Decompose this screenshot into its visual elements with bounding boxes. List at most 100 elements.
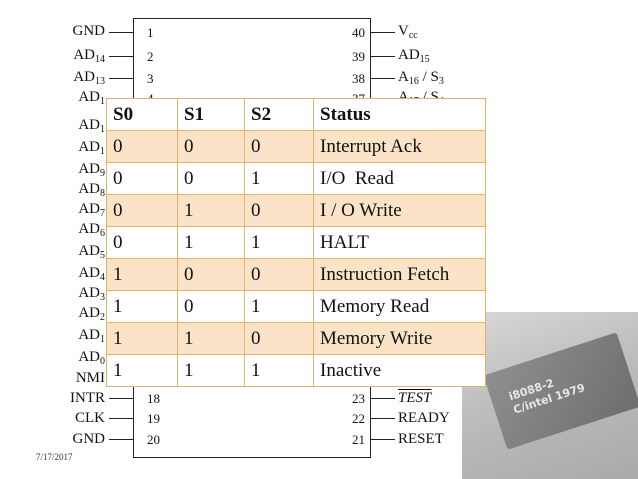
pin-label: Vcc: [398, 22, 418, 41]
pin-row: 39 AD15: [352, 46, 491, 66]
pin-label: NMI: [75, 369, 105, 386]
column-header: S2: [244, 98, 314, 131]
table-cell: 0: [177, 258, 245, 291]
status-table: S0 S1 S2 Status 0 0 0 Interrupt Ack 0 0 …: [106, 98, 486, 387]
pin-label: GND: [72, 430, 106, 447]
table-cell: 1: [244, 226, 314, 259]
pin-number: 3: [147, 70, 154, 86]
table-cell: Memory Read: [313, 290, 486, 323]
pin-label: AD8: [78, 180, 105, 199]
pin-label: CLK: [75, 409, 105, 426]
pin-label: A16 / S3: [398, 68, 444, 87]
table-cell: I/O Read: [313, 162, 486, 195]
pin-row: 21 RESET: [352, 429, 491, 449]
pin-label: AD1: [78, 326, 105, 345]
table-row: 1 0 1 Memory Read: [106, 290, 486, 323]
pin-number: 18: [147, 390, 160, 406]
pin-label: INTR: [70, 389, 105, 406]
table-cell: HALT: [313, 226, 486, 259]
chip-package: i8088-2 C/intel 1979: [483, 332, 638, 450]
column-header: S1: [177, 98, 245, 131]
pin-row: AD13 3: [0, 68, 153, 88]
pin-number: 38: [352, 70, 365, 86]
table-cell: 0: [177, 162, 245, 195]
table-cell: 0: [106, 162, 178, 195]
table-cell: 1: [177, 322, 245, 355]
pin-number: 40: [352, 24, 365, 40]
table-cell: 0: [106, 194, 178, 227]
table-cell: 1: [244, 290, 314, 323]
pin-row: 22 READY: [352, 408, 491, 428]
pin-number: 19: [147, 410, 160, 426]
table-row: 1 0 0 Instruction Fetch: [106, 258, 486, 291]
pin-number: 20: [147, 431, 160, 447]
pin-row: INTR 18: [0, 388, 160, 408]
pin-label: READY: [398, 409, 450, 426]
table-cell: 1: [177, 226, 245, 259]
pin-label: AD6: [78, 220, 105, 239]
pin-label: AD1: [78, 138, 105, 157]
table-cell: 0: [244, 322, 314, 355]
column-header: S0: [106, 98, 178, 131]
pin-number: 23: [352, 390, 365, 406]
pin-row: 38 A16 / S3: [352, 68, 491, 88]
table-cell: 0: [244, 194, 314, 227]
table-row: 0 1 1 HALT: [106, 226, 486, 259]
table-cell: 1: [106, 322, 178, 355]
table-cell: 0: [177, 290, 245, 323]
pin-row: 40 Vcc: [352, 22, 491, 42]
pin-label: AD15: [398, 46, 430, 65]
pin-label: AD4: [78, 264, 105, 283]
pin-label: GND: [72, 22, 106, 39]
chip-marking: i8088-2 C/intel 1979: [507, 376, 587, 417]
pin-row: 23 TEST: [352, 388, 491, 408]
table-row: 0 0 0 Interrupt Ack: [106, 130, 486, 163]
pin-label: AD5: [78, 242, 105, 261]
table-cell: 0: [177, 130, 245, 163]
pin-number: 21: [352, 431, 365, 447]
pin-number: 39: [352, 48, 365, 64]
table-row: 0 0 1 I/O Read: [106, 162, 486, 195]
pin-label: AD9: [78, 160, 105, 179]
table-header-row: S0 S1 S2 Status: [106, 98, 486, 131]
table-cell: 1: [177, 194, 245, 227]
pin-label: RESET: [398, 430, 444, 447]
pin-label: AD2: [78, 304, 105, 323]
table-cell: Inactive: [313, 354, 486, 387]
pin-label: AD1: [78, 88, 105, 107]
table-cell: Memory Write: [313, 322, 486, 355]
table-cell: 1: [177, 354, 245, 387]
table-cell: 1: [106, 354, 178, 387]
slide-date: 7/17/2017: [36, 452, 73, 462]
table-cell: Interrupt Ack: [313, 130, 486, 163]
table-cell: 1: [244, 162, 314, 195]
table-cell: 0: [244, 130, 314, 163]
pin-number: 22: [352, 410, 365, 426]
pin-row: CLK 19: [0, 408, 160, 428]
table-cell: 0: [244, 258, 314, 291]
pin-label: AD3: [78, 284, 105, 303]
pin-row: GND 1: [0, 22, 154, 42]
pin-label: AD1: [78, 116, 105, 135]
table-cell: 1: [244, 354, 314, 387]
pin-label: AD7: [78, 200, 105, 219]
pin-label: AD13: [73, 68, 105, 87]
column-header: Status: [313, 98, 486, 131]
chip-photo: i8088-2 C/intel 1979: [462, 312, 638, 479]
table-cell: 1: [106, 290, 178, 323]
pin-label: AD0: [78, 348, 105, 367]
table-cell: 0: [106, 130, 178, 163]
table-row: 1 1 1 Inactive: [106, 354, 486, 387]
pin-label: TEST: [398, 389, 432, 406]
table-cell: 0: [106, 226, 178, 259]
table-cell: 1: [106, 258, 178, 291]
pin-label: AD14: [73, 46, 105, 65]
pin-number: 1: [147, 24, 154, 40]
table-row: 1 1 0 Memory Write: [106, 322, 486, 355]
table-row: 0 1 0 I / O Write: [106, 194, 486, 227]
pin-row: GND 20: [0, 429, 161, 449]
pin-row: AD14 2: [0, 46, 153, 66]
table-cell: I / O Write: [313, 194, 486, 227]
table-cell: Instruction Fetch: [313, 258, 486, 291]
pin-number: 2: [147, 48, 154, 64]
